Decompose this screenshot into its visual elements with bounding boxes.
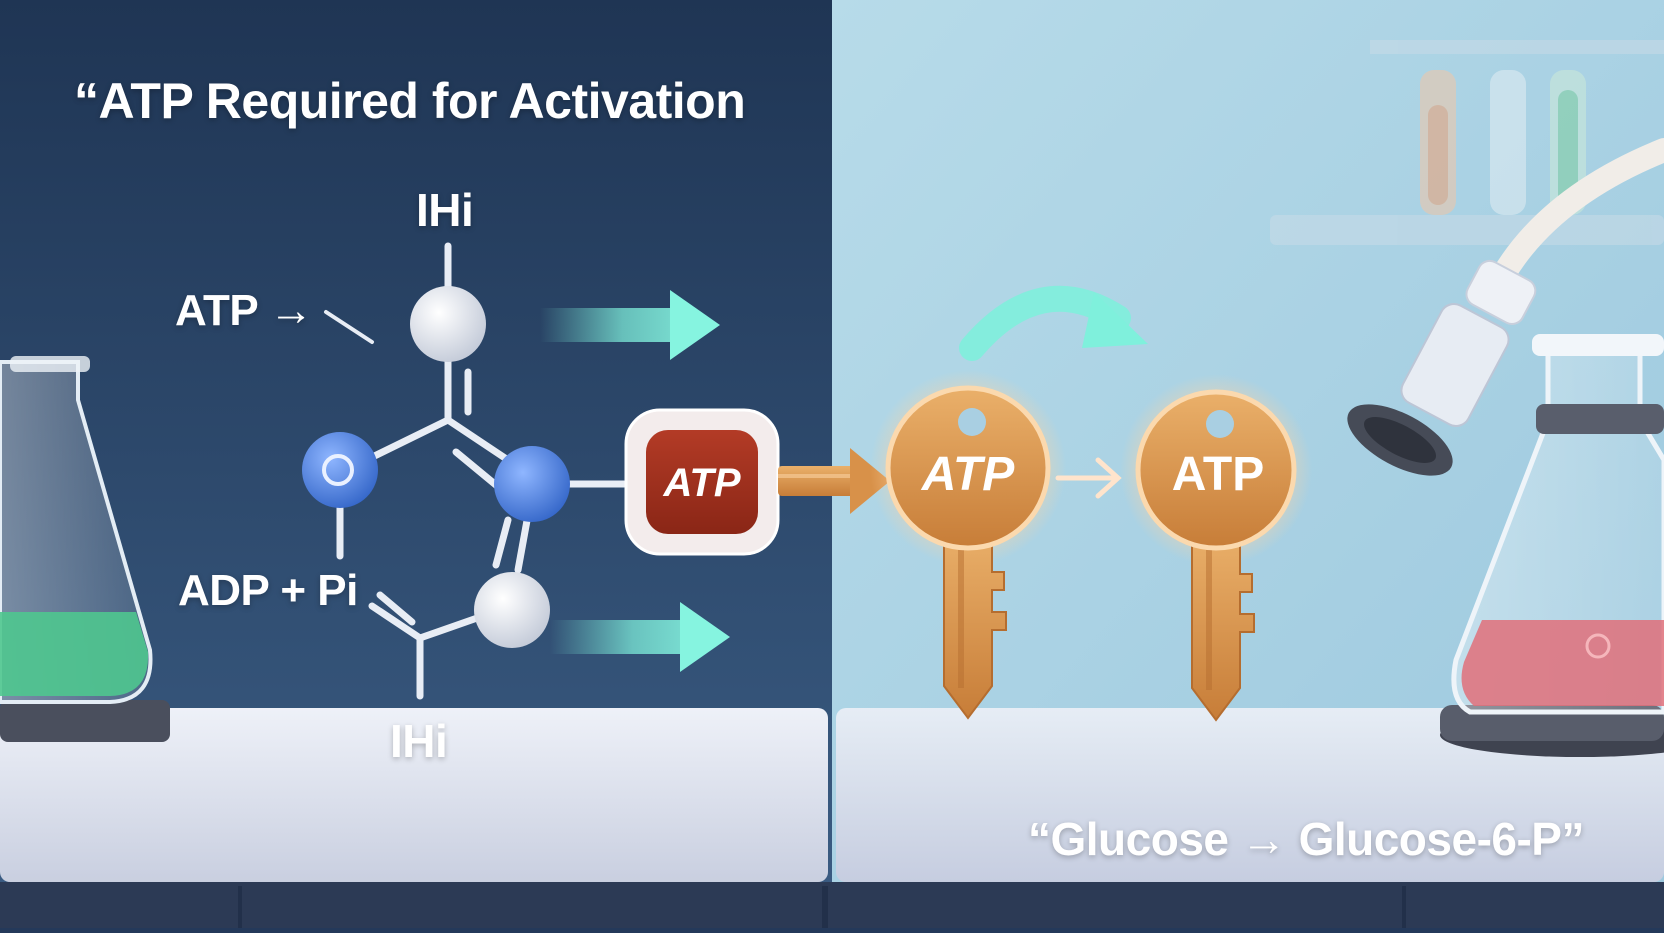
key-icon-2	[1120, 374, 1312, 722]
atom-node-icon	[302, 286, 570, 648]
flask-icon	[0, 356, 170, 742]
atp-block	[624, 408, 780, 556]
headline: “ATP Required for Activation	[74, 73, 746, 129]
reaction-caption: “Glucose → Glucose-6-P”	[1028, 813, 1584, 865]
connector-arrow-icon	[778, 448, 890, 514]
molecule-label-adp: ADP + Pi	[178, 566, 358, 615]
atp-block-label: ATP	[662, 461, 740, 505]
curved-arrow-icon	[959, 285, 1148, 361]
key-icon	[870, 370, 1066, 720]
test-tube-rack-icon	[1270, 40, 1664, 245]
cabinet-base	[0, 882, 1664, 928]
right-counter	[836, 708, 1664, 882]
key-label-2: ATP	[1172, 448, 1264, 501]
left-counter	[0, 708, 828, 882]
molecule-label-bottom: IHi	[390, 715, 448, 767]
arrow-right-icon	[540, 290, 730, 672]
arrow-right-icon-small	[1055, 457, 1122, 499]
flask-icon-right	[1440, 334, 1664, 757]
pipette-icon	[1347, 138, 1664, 476]
molecule-label-atp: ATP →	[175, 286, 313, 335]
molecule-label-top: IHi	[416, 184, 474, 236]
key-label-1: ATP	[921, 448, 1015, 501]
